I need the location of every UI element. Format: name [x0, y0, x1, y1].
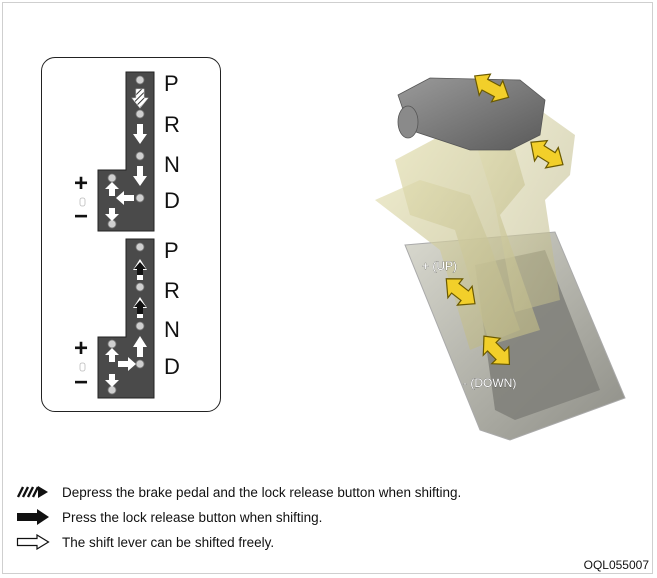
- up-arrow-icon: [105, 182, 119, 196]
- gate-upper: P R N D + −: [74, 71, 180, 232]
- lever-up-label: + (UP): [422, 259, 457, 273]
- shift-knob: [397, 77, 546, 151]
- up-arrow-icon: [105, 348, 119, 362]
- legend-row-outline: The shift lever can be shifted freely.: [16, 532, 274, 552]
- gate-lower-minus: −: [74, 369, 88, 396]
- down-arrow-icon: [133, 124, 147, 144]
- hatched-arrow-icon: [16, 486, 48, 498]
- figure-code: OQL055007: [583, 558, 649, 572]
- gate-upper-label-d: D: [164, 188, 180, 213]
- down-arrow-icon: [105, 374, 119, 387]
- down-arrow-icon: [105, 208, 119, 221]
- gate-upper-neutral-mark: [79, 197, 86, 207]
- right-arrow-icon: [118, 357, 136, 371]
- shift-pattern-panel: P R N D + − P: [41, 57, 221, 412]
- legend-text-solid: Press the lock release button when shift…: [62, 509, 323, 525]
- gate-lower-label-n: N: [164, 317, 180, 342]
- double-arrow-icon: [474, 73, 510, 103]
- gate-upper-plus: +: [74, 170, 88, 197]
- solid-arrow-icon: [17, 509, 49, 525]
- legend-row-solid: Press the lock release button when shift…: [16, 507, 322, 527]
- gate-lower-neutral-mark: [79, 362, 86, 372]
- hatched-arrow-icon: [131, 88, 149, 109]
- legend-text-outline: The shift lever can be shifted freely.: [62, 534, 275, 550]
- gate-upper-minus: −: [74, 203, 88, 230]
- shift-lever-illustration: + (UP) - (DOWN): [375, 73, 626, 441]
- gate-lower-label-d: D: [164, 354, 180, 379]
- solid-arrow-icon: [134, 300, 146, 314]
- gate-lower: P R N D + −: [74, 238, 180, 399]
- double-arrow-icon: [530, 139, 564, 169]
- gate-lower-label-r: R: [164, 278, 180, 303]
- down-arrow-icon: [133, 166, 147, 186]
- up-arrow-icon: [133, 336, 147, 357]
- up-arrow-icon: [445, 278, 476, 306]
- gate-lower-label-p: P: [164, 238, 179, 263]
- outline-arrow-icon: [16, 534, 50, 550]
- left-arrow-icon: [116, 191, 134, 205]
- gate-upper-label-r: R: [164, 112, 180, 137]
- solid-arrow-icon: [134, 262, 146, 275]
- lock-release-button: [397, 105, 419, 139]
- gate-lower-dots: [107, 242, 145, 395]
- lever-down-label: - (DOWN): [463, 376, 516, 390]
- gate-lower-plus: +: [74, 335, 88, 362]
- legend-text-hatched: Depress the brake pedal and the lock rel…: [62, 484, 462, 500]
- gate-upper-label-p: P: [164, 71, 179, 96]
- legend-row-hatched: Depress the brake pedal and the lock rel…: [16, 482, 461, 502]
- down-arrow-icon: [482, 335, 511, 366]
- gate-upper-label-n: N: [164, 152, 180, 177]
- gate-diagrams: P R N D + − P: [74, 71, 180, 399]
- lever-motion-arrows: [445, 73, 564, 366]
